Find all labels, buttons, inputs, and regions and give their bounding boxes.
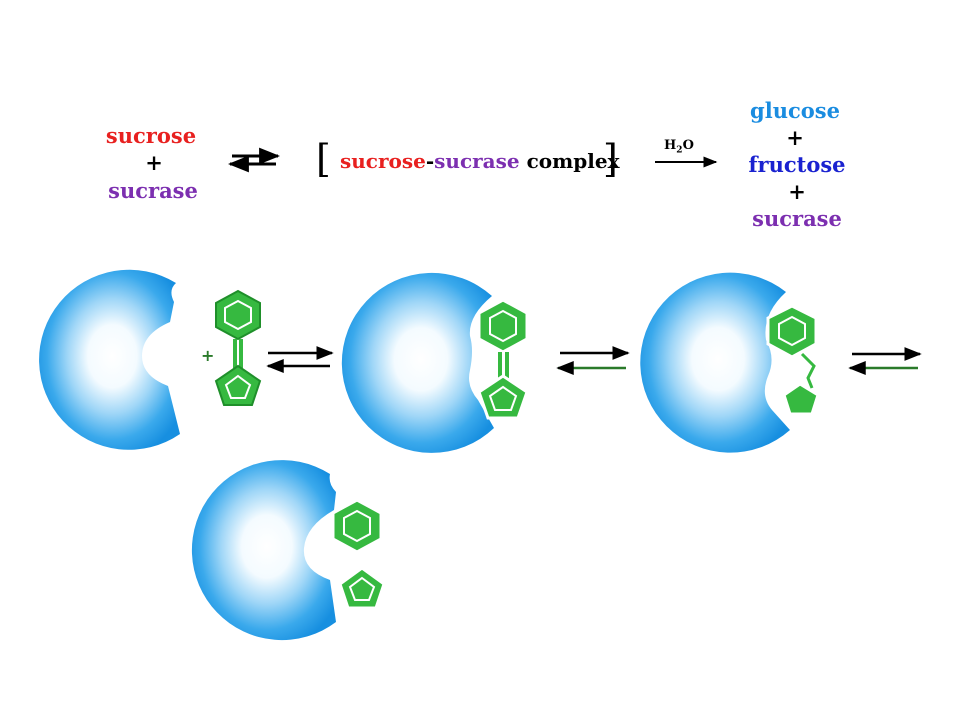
product-plus-1: +: [786, 125, 804, 150]
equilibrium-arrow-icon: [227, 147, 281, 173]
complex-label: sucrose-sucrase complex: [340, 151, 620, 171]
enzyme-icon: [341, 272, 494, 453]
water-sub: 2: [676, 145, 683, 156]
reactant-sucrose: sucrose: [105, 123, 197, 148]
substrate-icon: [331, 498, 383, 554]
complex-hyphen: -: [425, 149, 435, 173]
substrate-icon: [766, 304, 822, 416]
complex-close-bracket: ]: [603, 137, 618, 181]
complex-sucrose: sucrose: [340, 149, 426, 173]
enzyme-icon: [39, 269, 180, 450]
product-fructose: fructose: [748, 152, 846, 177]
diagram-plus: +: [201, 346, 214, 365]
equilibrium-arrow-icon: [266, 346, 334, 373]
equilibrium-arrow-icon: [848, 347, 922, 375]
product-glucose: glucose: [750, 98, 840, 123]
water-h: H: [664, 138, 677, 153]
substrate-icon: [338, 566, 386, 610]
substrate-icon: [214, 289, 262, 406]
complex-word: complex: [519, 149, 620, 173]
substrate-icon: [477, 298, 529, 420]
product-sucrase: sucrase: [752, 206, 842, 231]
complex-open-bracket: [: [316, 137, 331, 181]
reactant-sucrase: sucrase: [108, 178, 198, 203]
water-label: H2O: [664, 139, 694, 156]
enzyme-icon: [640, 272, 790, 453]
water-o: O: [682, 138, 694, 153]
product-plus-2: +: [788, 179, 806, 204]
equilibrium-arrow-icon: [556, 346, 630, 375]
complex-sucrase: sucrase: [434, 149, 520, 173]
reactant-plus: +: [145, 150, 163, 175]
enzyme-icon: [191, 460, 336, 641]
